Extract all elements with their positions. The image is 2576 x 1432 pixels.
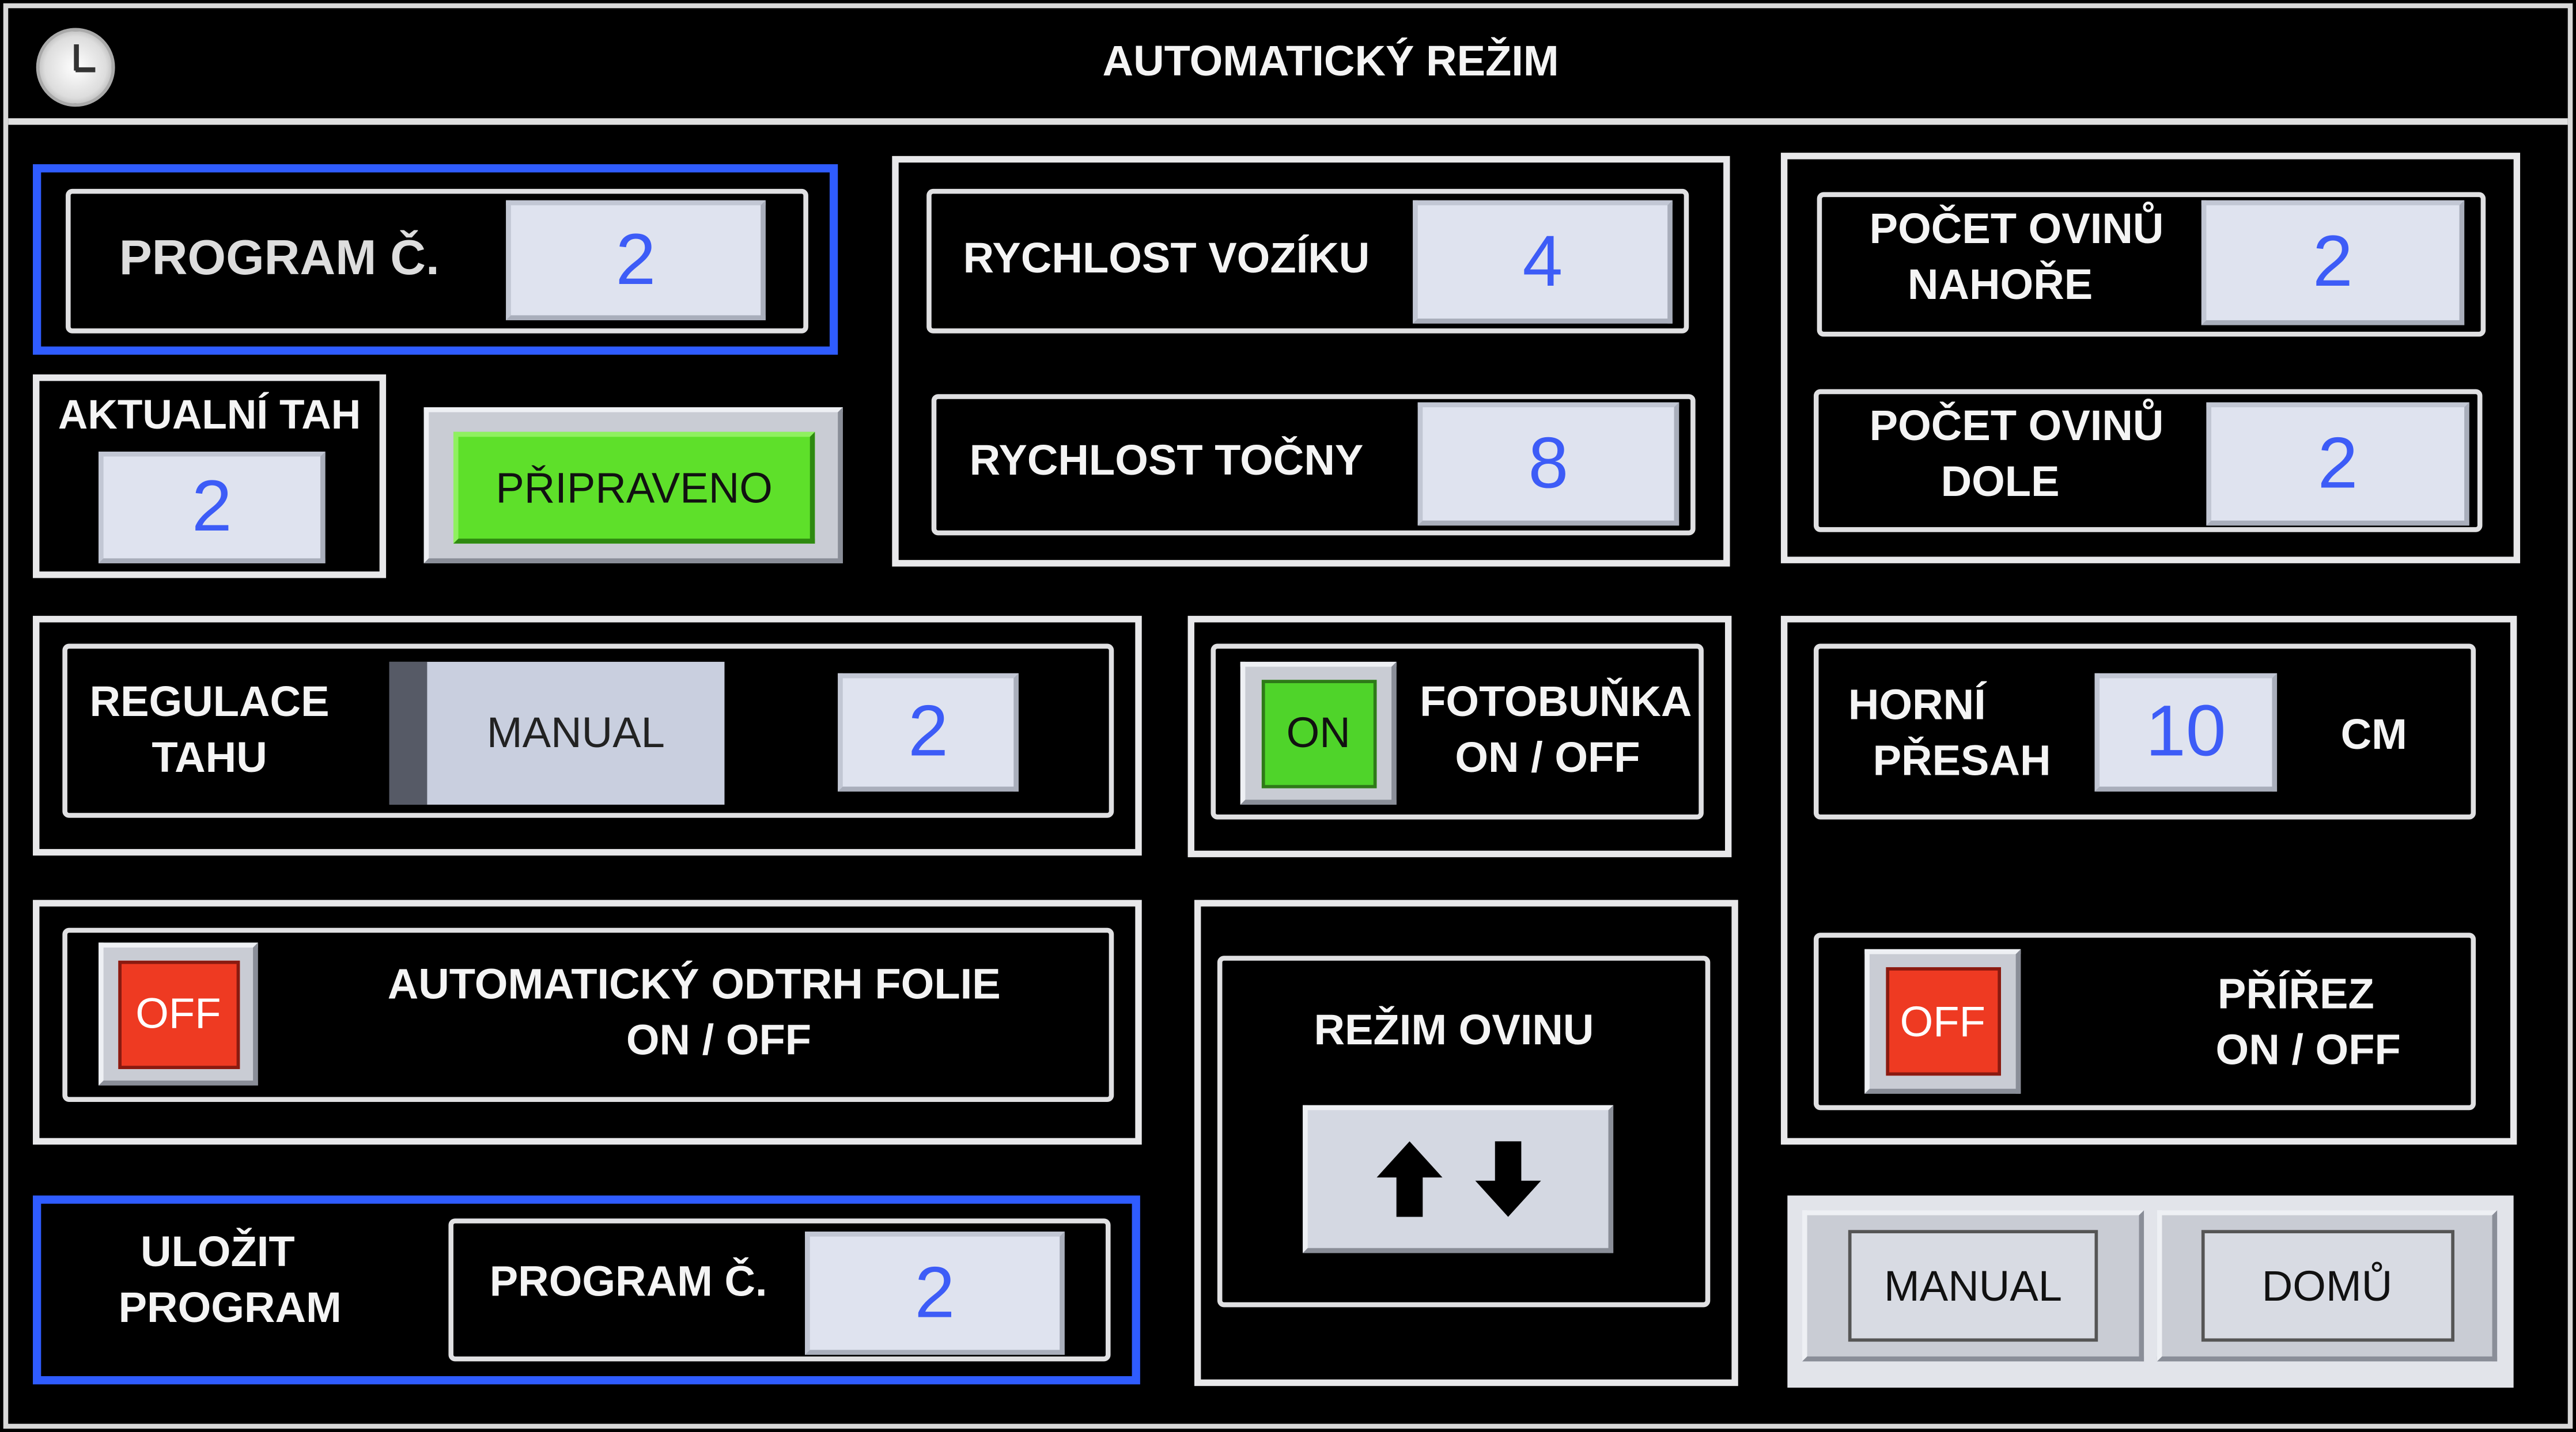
- fotobunka-label-2: ON / OFF: [1455, 732, 1640, 782]
- ulozit-program-input[interactable]: 2: [805, 1232, 1065, 1355]
- presah-label-1: HORNÍ: [1848, 680, 1986, 729]
- rychlost-tocny-input[interactable]: 8: [1417, 402, 1679, 526]
- status-label: PŘIPRAVENO: [495, 462, 773, 512]
- prirez-toggle[interactable]: OFF: [1864, 949, 2021, 1094]
- manual-label: MANUAL: [1884, 1260, 2062, 1310]
- presah-unit: CM: [2340, 709, 2407, 759]
- rychlost-voziku-input[interactable]: 4: [1413, 200, 1673, 324]
- presah-input[interactable]: 10: [2094, 673, 2278, 792]
- ulozit-label-1: ULOŽIT: [140, 1226, 295, 1276]
- home-button[interactable]: DOMŮ: [2157, 1210, 2498, 1362]
- prirez-label-1: PŘÍŘEZ: [2217, 969, 2374, 1018]
- ovinu-dole-label-2: DOLE: [1940, 456, 2060, 506]
- rychlost-voziku-label: RYCHLOST VOZÍKU: [963, 233, 1370, 283]
- regulace-mode-label: MANUAL: [486, 707, 665, 757]
- odtrh-toggle[interactable]: OFF: [99, 942, 258, 1086]
- ovinu-dole-label-1: POČET OVINŮ: [1869, 400, 2164, 450]
- prirez-label-2: ON / OFF: [2215, 1024, 2401, 1074]
- fotobunka-state: ON: [1286, 707, 1351, 757]
- page-title: AUTOMATICKÝ REŽIM: [1102, 36, 1559, 86]
- odtrh-label-1: AUTOMATICKÝ ODTRH FOLIE: [387, 959, 1001, 1009]
- screen-frame: [3, 3, 2573, 1429]
- presah-label-2: PŘESAH: [1873, 736, 2051, 785]
- rezim-ovinu-button[interactable]: [1303, 1105, 1614, 1253]
- prirez-state: OFF: [1900, 996, 1985, 1045]
- ovinu-nahore-label-2: NAHOŘE: [1907, 259, 2093, 309]
- ulozit-program-label: PROGRAM Č.: [489, 1256, 767, 1306]
- regulace-input[interactable]: 2: [838, 673, 1019, 792]
- ulozit-panel: [33, 1195, 1140, 1385]
- fotobunka-label-1: FOTOBUŇKA: [1420, 676, 1692, 726]
- regulace-label-1: REGULACE: [89, 676, 330, 726]
- aktualni-tah-label: AKTUALNÍ TAH: [58, 392, 361, 439]
- manual-button[interactable]: MANUAL: [1802, 1210, 2144, 1362]
- regulace-mode-button[interactable]: MANUAL: [389, 661, 725, 805]
- regulace-label-2: TAHU: [152, 732, 267, 782]
- up-down-arrows-icon: [1376, 1141, 1541, 1217]
- ovinu-nahore-label-1: POČET OVINŮ: [1869, 203, 2164, 253]
- ovinu-dole-input[interactable]: 2: [2206, 402, 2469, 526]
- odtrh-label-2: ON / OFF: [626, 1014, 812, 1064]
- program-label: PROGRAM Č.: [119, 230, 440, 285]
- odtrh-state: OFF: [135, 988, 221, 1038]
- header-divider: [8, 118, 2568, 125]
- rychlost-tocny-label: RYCHLOST TOČNY: [969, 435, 1364, 485]
- clock-icon: [36, 28, 115, 107]
- aktualni-tah-value: 2: [99, 451, 326, 563]
- ulozit-label-2: PROGRAM: [118, 1282, 342, 1332]
- program-panel: [33, 164, 838, 355]
- home-label: DOMŮ: [2261, 1260, 2393, 1310]
- status-indicator: PŘIPRAVENO: [423, 407, 843, 563]
- program-number-input[interactable]: 2: [506, 200, 766, 320]
- fotobunka-toggle[interactable]: ON: [1240, 661, 1397, 805]
- ovinu-nahore-input[interactable]: 2: [2201, 200, 2465, 325]
- rezim-label: REŽIM OVINU: [1314, 1005, 1594, 1055]
